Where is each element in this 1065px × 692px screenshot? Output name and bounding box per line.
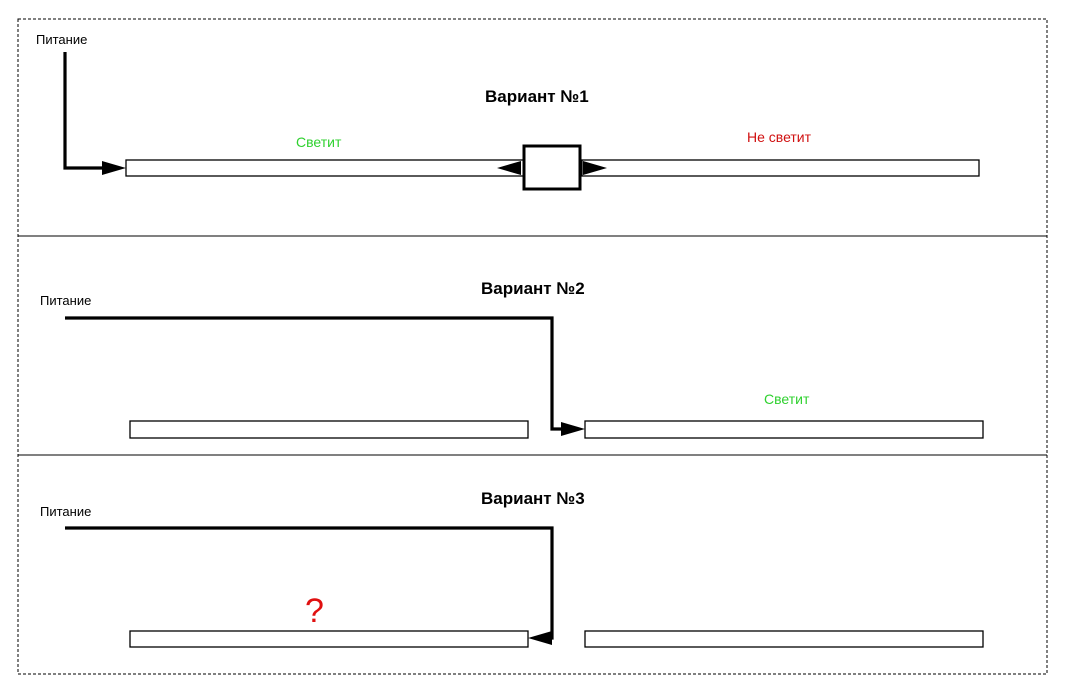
power-label: Питание (40, 504, 91, 519)
power-label: Питание (40, 293, 91, 308)
variant-title: Вариант №1 (485, 87, 589, 106)
arrow-right-icon (583, 161, 607, 175)
variant-title: Вариант №3 (481, 489, 585, 508)
led-strip-right (581, 159, 980, 177)
status-glowing-right: Светит (764, 391, 810, 407)
connector-box (522, 144, 582, 191)
variant-title: Вариант №2 (481, 279, 585, 298)
power-label: Питание (36, 32, 87, 47)
outer-frame (17, 18, 1048, 675)
status-not-glowing-right: Не светит (747, 129, 812, 145)
arrow-right-icon (102, 161, 126, 175)
variant-1: Питание Вариант №1 Светит Не светит (36, 32, 980, 191)
led-strip-left (129, 420, 529, 439)
arrow-left-icon (497, 161, 521, 175)
led-strip-right (584, 630, 984, 648)
led-strip-right (584, 420, 984, 439)
variant-2: Питание Вариант №2 Светит (40, 279, 984, 439)
question-mark: ? (305, 592, 324, 630)
status-glowing-left: Светит (296, 134, 342, 150)
variant-3: Питание Вариант №3 ? (40, 489, 984, 648)
arrow-left-icon (528, 631, 552, 645)
arrow-right-icon (561, 422, 585, 436)
power-wire (65, 316, 564, 431)
led-strip-left (129, 630, 529, 648)
led-strip-left (125, 159, 527, 177)
power-wire (63, 52, 104, 170)
